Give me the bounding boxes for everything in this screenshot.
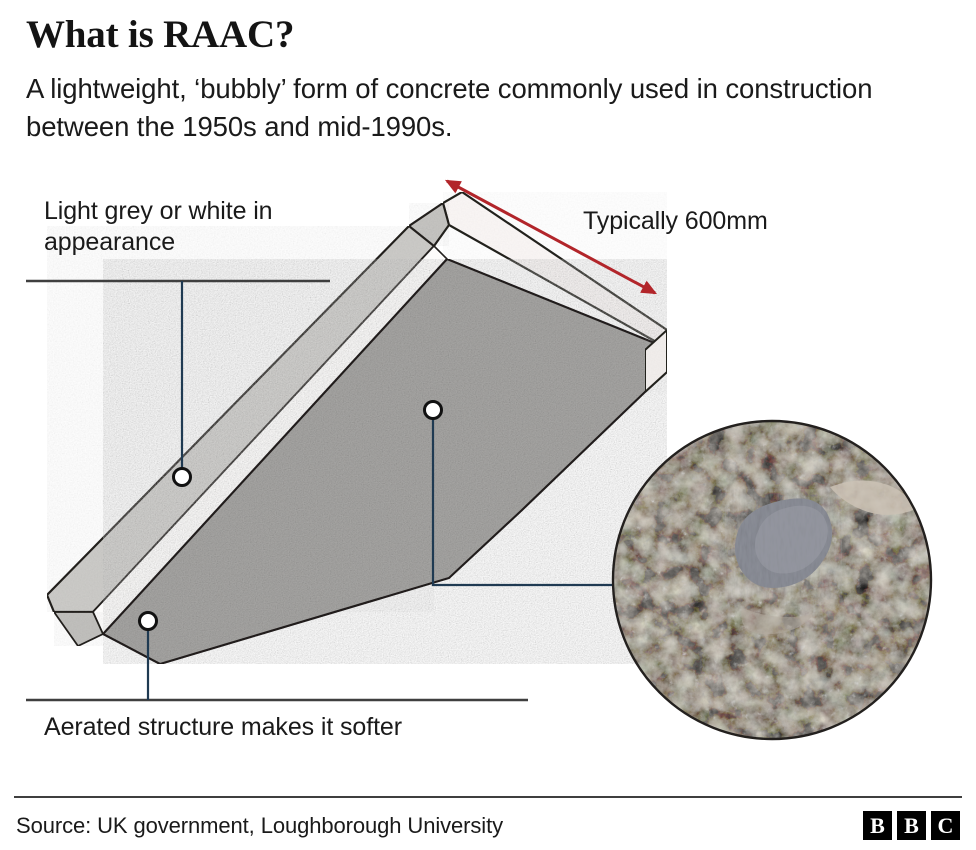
page-title: What is RAAC? (26, 13, 295, 56)
callout-aerated: Aerated structure makes it softer (44, 713, 402, 741)
bbc-logo-letter-2: B (897, 811, 926, 840)
raac-slab-illustration (45, 190, 669, 666)
matrix-fracture (830, 480, 916, 515)
page-subtitle: A lightweight, ‘bubbly’ form of concrete… (26, 73, 873, 142)
dimension-arrow-group (444, 179, 658, 295)
dimension-arrow (444, 179, 658, 295)
callout-dimension: Typically 600mm (583, 207, 768, 235)
bbc-logo-letter-3: C (931, 811, 960, 840)
hotspot-dots (138, 400, 443, 631)
slab-left-chamfer (53, 611, 104, 647)
bbc-logo: B B C (863, 811, 960, 840)
structure-hotspot-dot[interactable] (423, 400, 443, 420)
slab-right-end-face (644, 329, 668, 393)
bbc-logo-letter-1: B (863, 811, 892, 840)
footer-divider (14, 796, 962, 798)
micrograph-outline (611, 419, 933, 741)
callout-appearance: Light grey or white in appearance (44, 197, 273, 256)
aggregate-stone-highlight (754, 505, 828, 574)
appearance-hotspot-dot[interactable] (172, 467, 192, 487)
source-text: Source: UK government, Loughborough Univ… (16, 813, 504, 838)
micrograph-leader (431, 410, 613, 587)
matrix-shadow (741, 608, 814, 635)
aerated-hotspot-dot[interactable] (138, 611, 158, 631)
leader-lines-group (26, 279, 613, 702)
micrograph-photo (611, 419, 933, 741)
